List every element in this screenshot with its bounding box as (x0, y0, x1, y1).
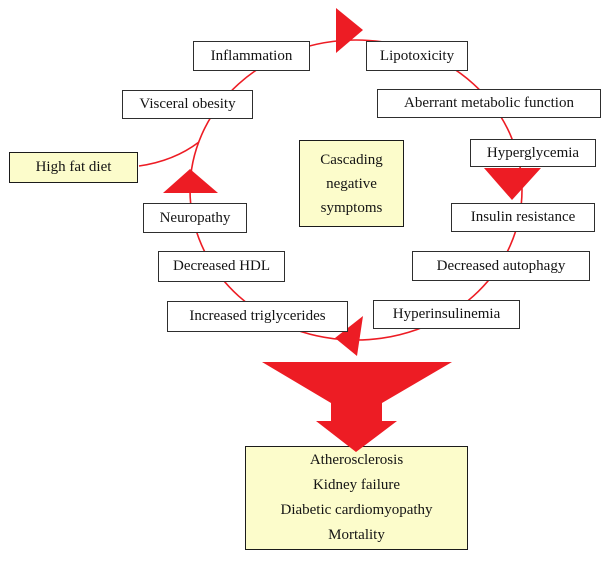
cycle-arrow-left-icon (163, 169, 218, 193)
outcome-mortality: Mortality (328, 527, 385, 543)
node-visceral-obesity: Visceral obesity (122, 90, 253, 119)
outcome-diabetic-cardiomyopathy: Diabetic cardiomyopathy (280, 502, 433, 518)
big-down-arrow-icon (262, 362, 452, 452)
outcome-kidney-failure: Kidney failure (312, 477, 401, 493)
node-increased-triglycerides: Increased triglycerides (167, 301, 348, 332)
high-fat-diet-connector-line (138, 141, 200, 167)
node-high-fat-diet: High fat diet (9, 152, 138, 183)
node-aberrant-metabolic-function: Aberrant metabolic function (377, 89, 601, 118)
cycle-arrow-top-icon (336, 8, 363, 53)
node-hyperglycemia: Hyperglycemia (470, 139, 596, 167)
node-lipotoxicity: Lipotoxicity (366, 41, 468, 71)
node-decreased-hdl: Decreased HDL (158, 251, 285, 282)
outcomes-box: Atherosclerosis Kidney failure Diabetic … (245, 446, 468, 550)
node-hyperinsulinemia: Hyperinsulinemia (373, 300, 520, 329)
cycle-arrow-right-icon (484, 168, 541, 200)
node-decreased-autophagy: Decreased autophagy (412, 251, 590, 281)
node-inflammation: Inflammation (193, 41, 310, 71)
node-insulin-resistance: Insulin resistance (451, 203, 595, 232)
node-neuropathy: Neuropathy (143, 203, 247, 233)
center-label-box: Cascading negative symptoms (299, 140, 404, 227)
outcome-atherosclerosis: Atherosclerosis (309, 452, 404, 468)
